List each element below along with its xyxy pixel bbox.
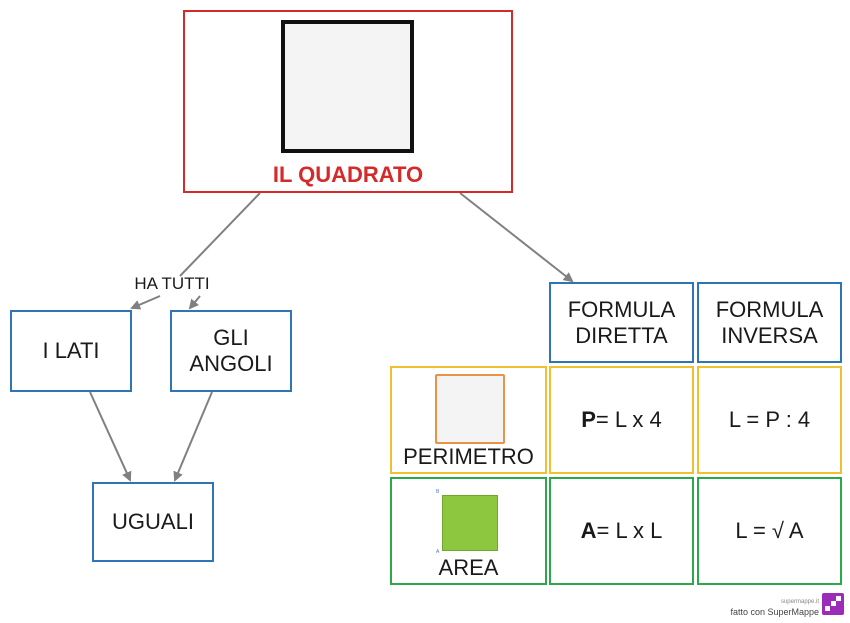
title-node <box>183 10 513 193</box>
angoli-node: GLI ANGOLI <box>170 310 292 392</box>
square-shape <box>281 20 414 153</box>
header-formula-diretta: FORMULA DIRETTA <box>549 282 694 363</box>
uguali-node: UGUALI <box>92 482 214 562</box>
area-inverse-formula: L = √ A <box>697 477 842 585</box>
area-label: AREA <box>438 555 499 580</box>
perimetro-cell: PERIMETRO <box>390 366 547 474</box>
header-diretta-line1: FORMULA <box>567 296 676 322</box>
uguali-label: UGUALI <box>112 509 194 534</box>
perimetro-inverse-formula: L = P : 4 <box>697 366 842 474</box>
header-formula-inversa: FORMULA INVERSA <box>697 282 842 363</box>
perimeter-square-icon <box>435 374 505 444</box>
arrow-angoli-to-uguali <box>173 391 213 482</box>
connector-label: HA TUTTI <box>134 274 210 293</box>
arrow-hatutti-to-angoli <box>188 295 201 310</box>
angoli-label-line2: ANGOLI <box>189 351 273 376</box>
supermappe-logo-icon <box>822 593 844 615</box>
arrow-title-to-table <box>459 192 574 283</box>
perimetro-label: PERIMETRO <box>403 444 534 469</box>
footer-credit-text: fatto con SuperMappe <box>730 607 819 617</box>
area-inverse-text: L = √ A <box>735 518 804 543</box>
header-inversa-line1: FORMULA <box>715 296 824 322</box>
lati-label: I LATI <box>42 338 100 363</box>
header-inversa-line2: INVERSA <box>721 322 818 348</box>
page-title: IL QUADRATO <box>272 162 424 187</box>
area-square-icon <box>442 495 498 551</box>
lati-node: I LATI <box>10 310 132 392</box>
area-corner-b: B <box>436 489 440 495</box>
area-direct-var: A <box>580 518 597 543</box>
perimetro-inverse-text: L = P : 4 <box>728 407 811 432</box>
footer-small-text: supermappe.it <box>780 599 819 605</box>
header-diretta-line2: DIRETTA <box>575 322 668 348</box>
arrow-title-to-hatutti <box>179 192 261 277</box>
area-direct-rest: = L x L <box>596 518 663 543</box>
footer-credit: supermappe.it fatto con SuperMappe <box>730 597 819 617</box>
arrow-hatutti-to-lati <box>130 295 161 310</box>
perimetro-direct-formula: P= L x 4 <box>549 366 694 474</box>
perimetro-direct-var: P <box>581 407 596 432</box>
angoli-label-line1: GLI <box>213 325 249 350</box>
area-cell: B A AREA <box>390 477 547 585</box>
perimetro-direct-rest: = L x 4 <box>595 407 662 432</box>
area-corner-a: A <box>436 549 440 555</box>
area-direct-formula: A= L x L <box>549 477 694 585</box>
arrow-lati-to-uguali <box>89 391 132 482</box>
